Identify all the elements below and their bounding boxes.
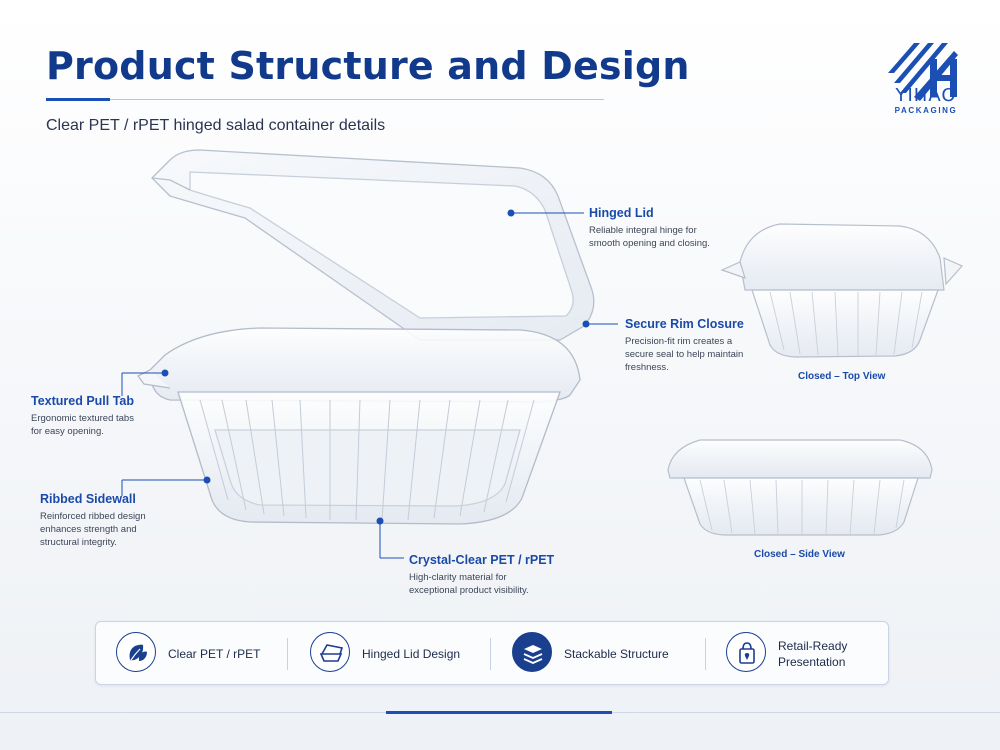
feature-clear-pet: Clear PET / rPET (116, 622, 296, 684)
layers-icon (512, 632, 552, 672)
callout-secure-rim-title: Secure Rim Closure (625, 317, 744, 331)
thumbnail-side-view (667, 439, 933, 536)
main-container-base (137, 327, 581, 525)
callout-hinged-lid-title: Hinged Lid (589, 206, 654, 220)
page-subtitle: Clear PET / rPET hinged salad container … (46, 117, 386, 134)
page-title: Product Structure and Design (46, 44, 690, 88)
callout-ribbed-sidewall-desc: Reinforced ribbed design enhances streng… (40, 511, 146, 548)
shopping-bag-icon (726, 632, 766, 672)
title-divider-accent (46, 98, 110, 101)
title-divider (46, 99, 604, 100)
open-box-icon (310, 632, 350, 672)
brand-logo-mark (888, 43, 958, 101)
brand-name: YIHAO (895, 85, 957, 106)
leaf-icon (116, 632, 156, 672)
feature-hinged-lid: Hinged Lid Design (310, 622, 490, 684)
caption-side-view: Closed – Side View (754, 549, 845, 560)
feature-separator (490, 638, 491, 670)
feature-separator (705, 638, 706, 670)
main-container-lid (151, 149, 595, 341)
feature-stackable: Stackable Structure (512, 622, 702, 684)
feature-retail-ready-label-1: Retail-Ready (778, 639, 848, 653)
footer-divider-accent (386, 711, 612, 714)
callout-ribbed-sidewall-title: Ribbed Sidewall (40, 492, 136, 506)
product-illustration (121, 149, 963, 559)
thumbnail-top-view (720, 223, 963, 358)
features-bar: Clear PET / rPET Hinged Lid Design Stack… (95, 621, 889, 685)
feature-separator (287, 638, 288, 670)
feature-hinged-lid-label: Hinged Lid Design (362, 647, 461, 661)
callout-pull-tab-desc: Ergonomic textured tabs for easy opening… (31, 413, 134, 437)
callout-crystal-clear-title: Crystal-Clear PET / rPET (409, 553, 555, 567)
feature-clear-pet-label: Clear PET / rPET (168, 647, 261, 661)
feature-retail-ready-label-2: Presentation (778, 655, 846, 669)
callout-crystal-clear-desc: High-clarity material for exceptional pr… (409, 572, 529, 596)
caption-top-view: Closed – Top View (798, 371, 886, 382)
callout-hinged-lid-desc: Reliable integral hinge for smooth openi… (589, 225, 710, 249)
callout-secure-rim-desc: Precision-fit rim creates a secure seal … (625, 336, 744, 373)
feature-retail-ready: Retail-Ready Presentation (726, 622, 886, 684)
brand-tagline: PACKAGING (894, 106, 958, 115)
feature-stackable-label: Stackable Structure (564, 647, 669, 661)
callout-pull-tab-title: Textured Pull Tab (31, 394, 135, 408)
